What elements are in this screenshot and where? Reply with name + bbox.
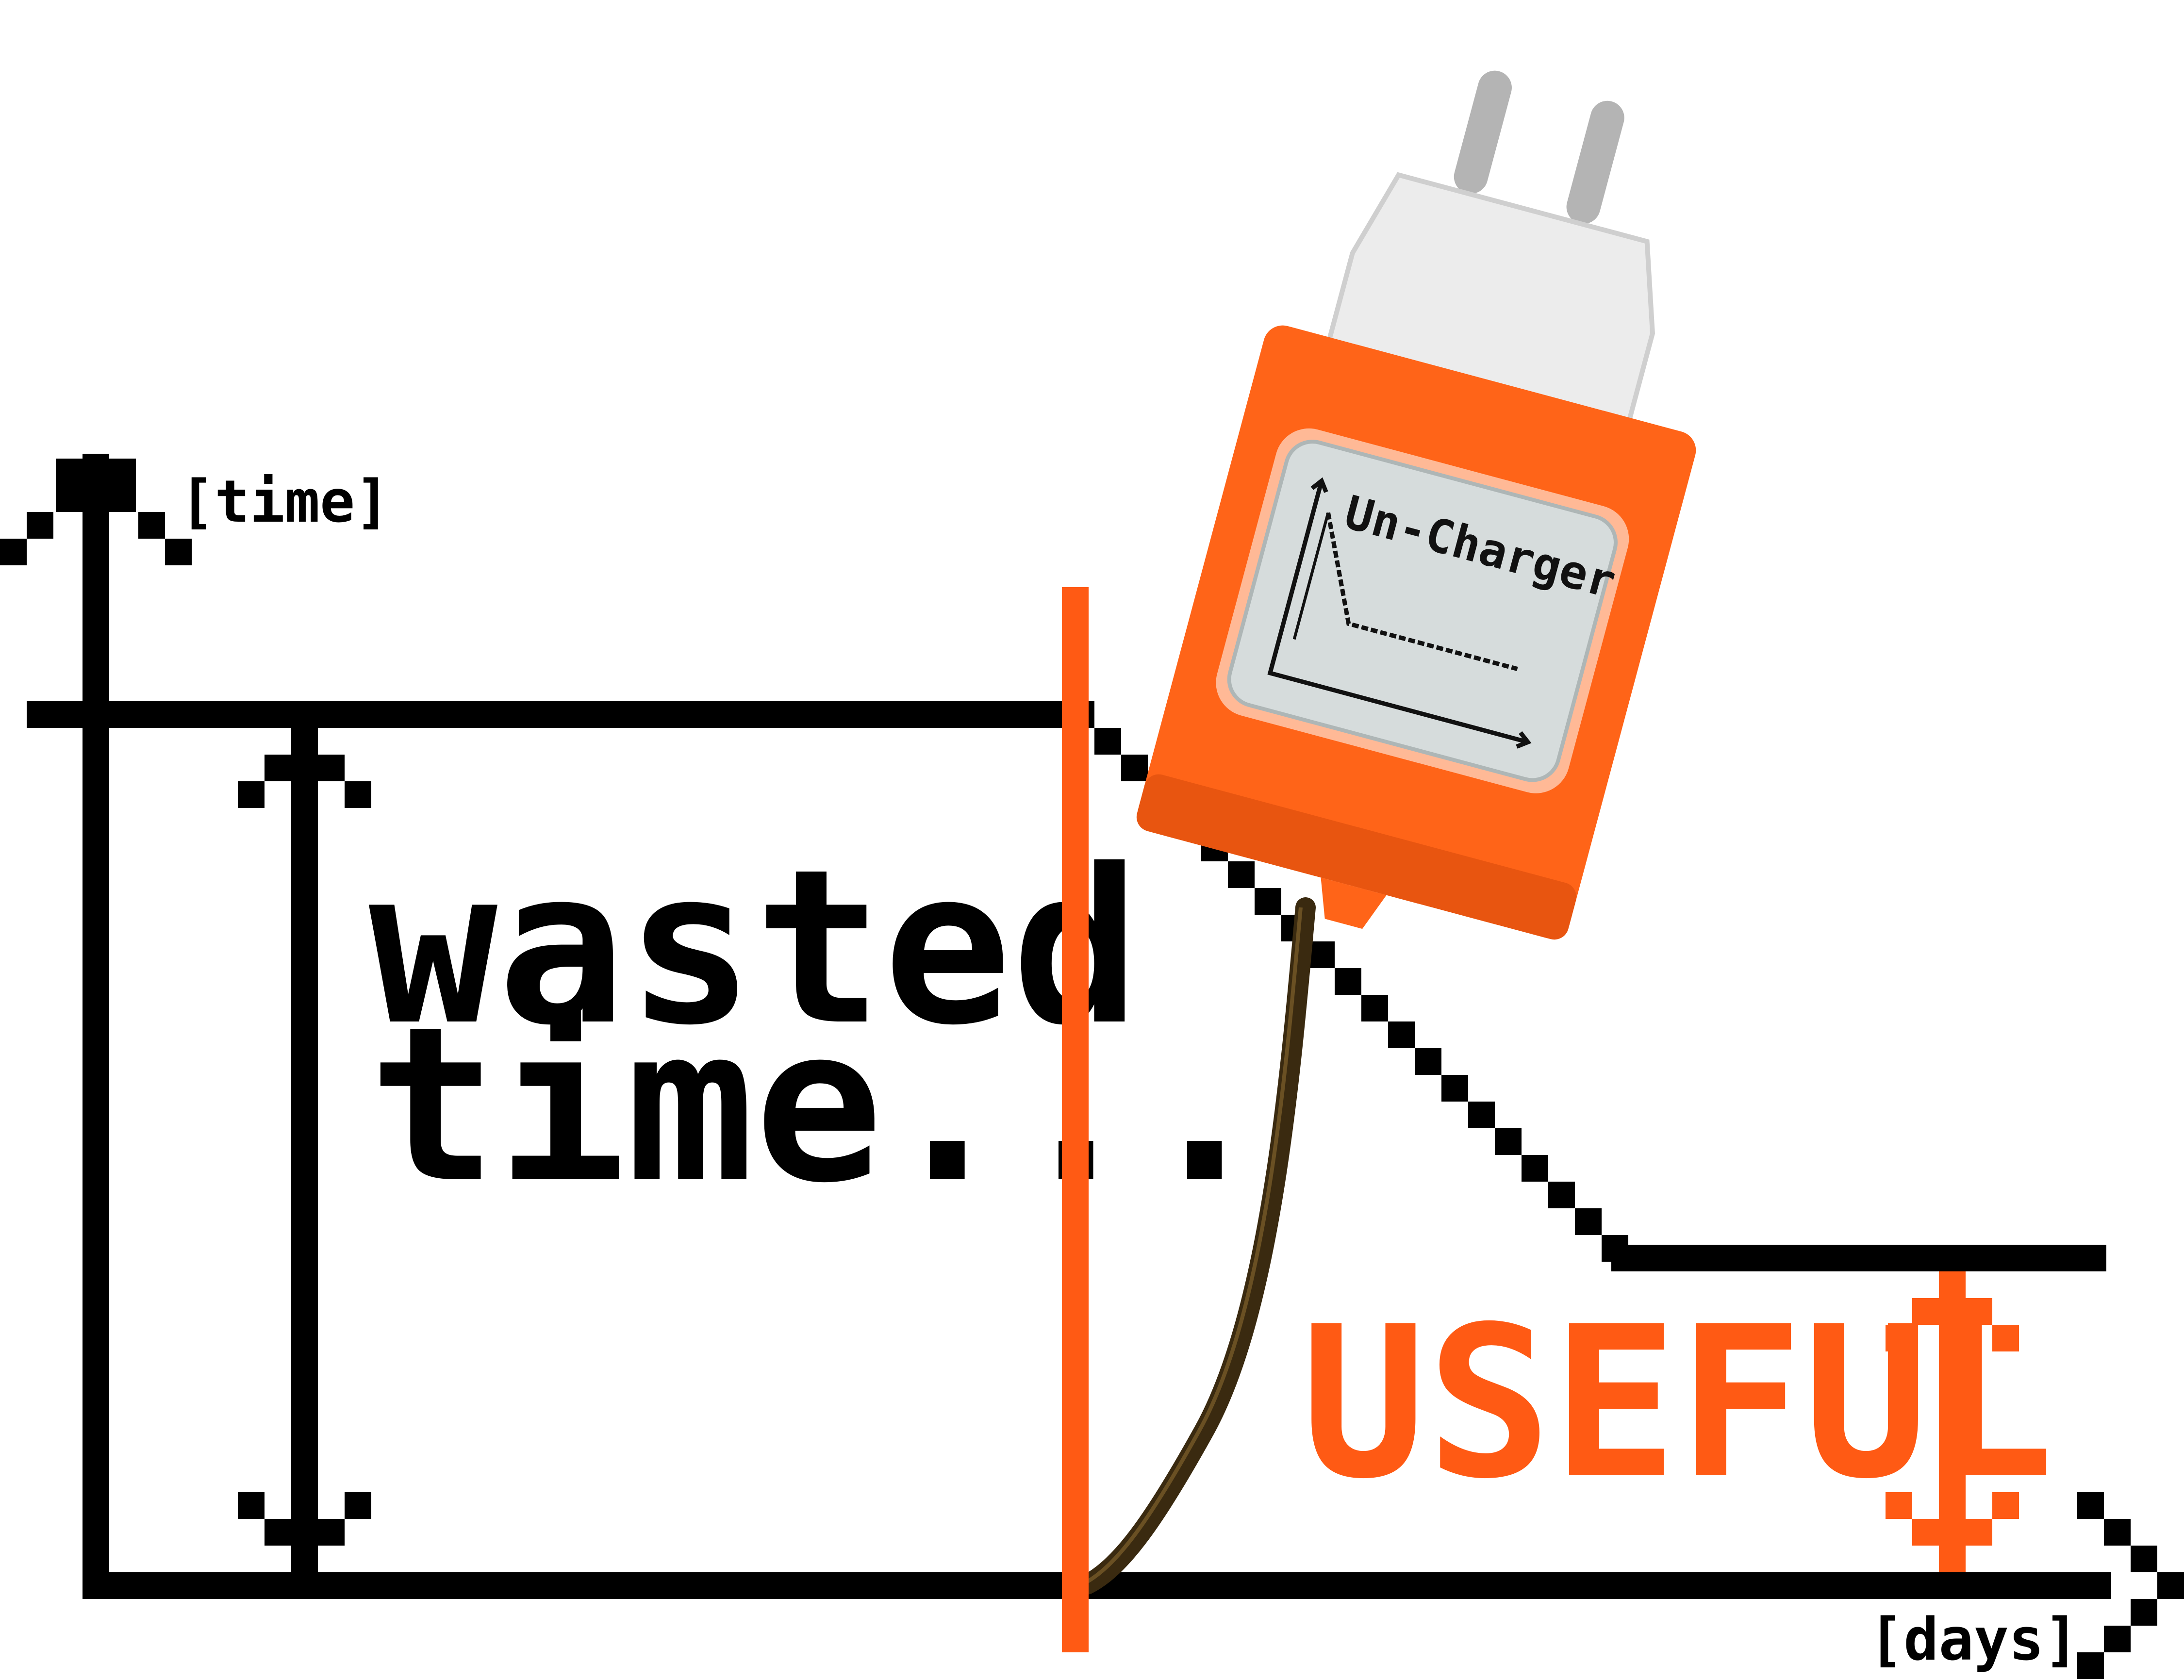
wasted-label-line2: time... bbox=[369, 981, 1269, 1230]
wasted-time-arrow bbox=[238, 728, 371, 1572]
y-axis-arrowhead bbox=[0, 454, 192, 565]
un-charger-device: Un-Charger bbox=[1136, 70, 1696, 940]
useful-label: USEFUL bbox=[1301, 1282, 2054, 1525]
y-axis bbox=[0, 454, 192, 1599]
plug-prong-right bbox=[1566, 100, 1624, 224]
curve-high-segment bbox=[27, 701, 1094, 728]
x-axis-label: [days] bbox=[1869, 1606, 2079, 1674]
wasted-label-line1: wasted bbox=[369, 824, 1140, 1072]
cable-strain-relief bbox=[1321, 877, 1387, 929]
x-axis-arrowhead bbox=[2077, 1492, 2184, 1679]
screen-mini-chart bbox=[1267, 477, 1532, 749]
charger-cable bbox=[1077, 897, 1316, 1595]
now-marker-line bbox=[1062, 587, 1089, 1652]
plug-prong-left bbox=[1454, 70, 1512, 194]
y-axis-label: [time] bbox=[180, 468, 390, 536]
useful-arrow bbox=[1886, 1271, 2019, 1572]
curve-low-segment bbox=[1611, 1245, 2106, 1271]
